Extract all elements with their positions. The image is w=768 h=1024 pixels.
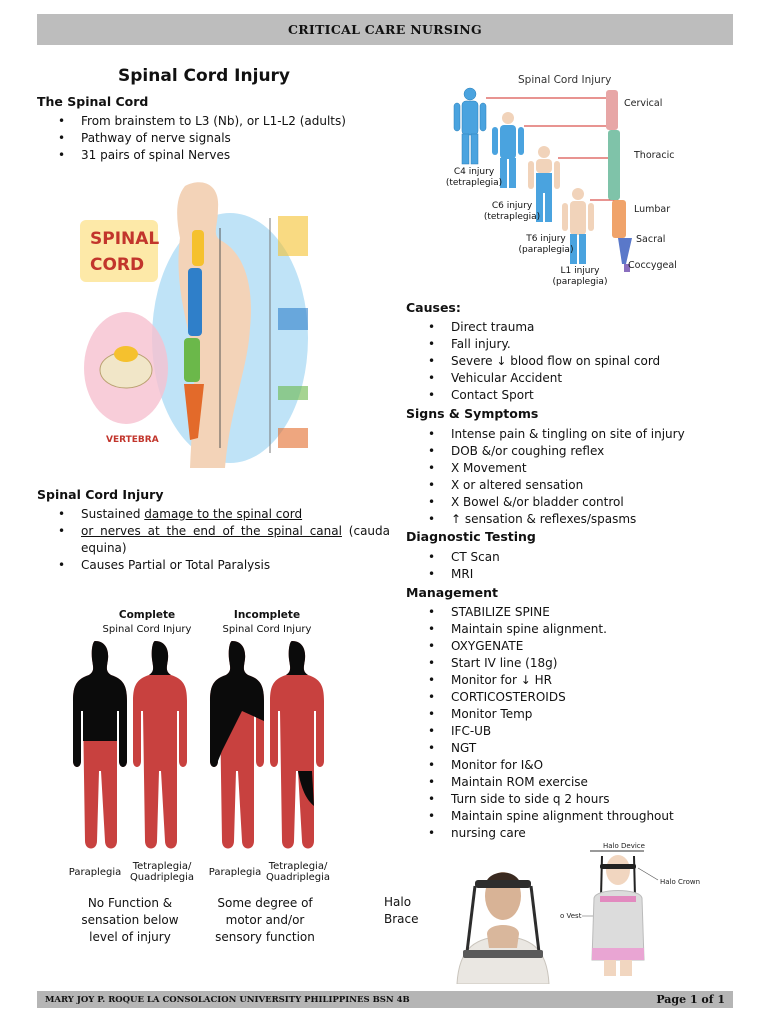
list-item: ↑ sensation & reflexes/spasms (425, 511, 725, 528)
caption-incomplete: Some degree of motor and/or sensory func… (215, 896, 315, 944)
sci-item2-underlined: or nerves at the end of the spinal canal (81, 524, 342, 538)
halo-device-diagram: Halo Device Halo Crown o Vest (560, 838, 710, 978)
footer-author: MARY JOY P. ROQUE LA CONSOLACION UNIVERS… (45, 994, 410, 1005)
list-item: Sustained damage to the spinal cord (55, 506, 390, 523)
list-item: Maintain ROM exercise (425, 774, 725, 791)
management-heading: Management (406, 585, 499, 600)
complete-sub: Spinal Cord Injury (102, 624, 192, 635)
fig-t6: T6 injury(paraplegia) (514, 234, 578, 256)
list-item: Vehicular Accident (425, 370, 725, 387)
list-item: 31 pairs of spinal Nerves (55, 147, 385, 164)
diagnostic-list: CT Scan MRI (425, 549, 725, 583)
list-item: Fall injury. (425, 336, 725, 353)
spinal-cord-list: From brainstem to L3 (Nb), or L1-L2 (adu… (55, 113, 385, 164)
signs-heading: Signs & Symptoms (406, 406, 539, 421)
halo-vest-label: o Vest (560, 912, 582, 920)
list-item: Monitor for I&O (425, 757, 725, 774)
region-coccygeal: Coccygeal (628, 260, 677, 271)
page-title: Spinal Cord Injury (118, 66, 291, 86)
list-item: Start IV line (18g) (425, 655, 725, 672)
spinal-title-1: SPINAL (90, 229, 159, 249)
list-item: Intense pain & tingling on site of injur… (425, 426, 725, 443)
levels-title: Spinal Cord Injury (518, 74, 611, 86)
diagnostic-heading: Diagnostic Testing (406, 529, 536, 544)
spinal-cord-illustration: SPINAL CORD VERTEBRA (80, 178, 310, 470)
fig-t6-type: (paraplegia) (518, 245, 574, 255)
sci-item2-rest: (cauda equina) (81, 524, 390, 555)
list-item: Causes Partial or Total Paralysis (55, 557, 390, 574)
header-title: CRITICAL CARE NURSING (287, 22, 483, 37)
page-number: Page 1 of 1 (656, 993, 725, 1006)
list-item: Maintain spine alignment. (425, 621, 725, 638)
region-thoracic: Thoracic (633, 150, 674, 161)
spinal-title-2: CORD (90, 255, 144, 275)
fig-l1-level: L1 injury (560, 266, 600, 276)
list-item: Direct trauma (425, 319, 725, 336)
sci-item1-prefix: Sustained (81, 507, 145, 521)
list-item: NGT (425, 740, 725, 757)
list-item: Pathway of nerve signals (55, 130, 385, 147)
halo-device-label: Halo Device (603, 842, 645, 850)
management-list: STABILIZE SPINE Maintain spine alignment… (425, 604, 725, 842)
halo-brace-photo (447, 856, 559, 985)
list-item: STABILIZE SPINE (425, 604, 725, 621)
list-item: or nerves at the end of the spinal canal… (55, 523, 390, 557)
fig-l1: L1 injury(paraplegia) (548, 266, 612, 288)
fig-c4-type: (tetraplegia) (445, 178, 503, 188)
vertebra-label: VERTEBRA (106, 435, 159, 445)
list-item: X Movement (425, 460, 725, 477)
region-cervical: Cervical (624, 98, 662, 109)
halo-crown-label: Halo Crown (660, 878, 700, 886)
list-item: MRI (425, 566, 725, 583)
label-paraplegia-2: Paraplegia (208, 867, 262, 878)
incomplete-sub: Spinal Cord Injury (222, 624, 312, 635)
caption-complete: No Function & sensation below level of i… (81, 896, 179, 944)
fig-l1-type: (paraplegia) (552, 277, 608, 287)
footer-bar: MARY JOY P. ROQUE LA CONSOLACION UNIVERS… (37, 991, 733, 1008)
incomplete-title: Incomplete (233, 609, 301, 621)
list-item: CT Scan (425, 549, 725, 566)
fig-t6-level: T6 injury (526, 234, 566, 244)
sci-item1-underlined: damage to the spinal cord (144, 507, 303, 521)
fig-c6: C6 injury(tetraplegia) (480, 201, 544, 223)
label-tetraplegia-1: Tetraplegia/ Quadriplegia (129, 861, 195, 883)
list-item: Monitor Temp (425, 706, 725, 723)
causes-heading: Causes: (406, 300, 461, 315)
list-item: CORTICOSTEROIDS (425, 689, 725, 706)
region-lumbar: Lumbar (634, 204, 670, 215)
fig-c4-level: C4 injury (453, 167, 495, 177)
sci-heading: Spinal Cord Injury (37, 487, 164, 502)
list-item: From brainstem to L3 (Nb), or L1-L2 (adu… (55, 113, 385, 130)
list-item: Turn side to side q 2 hours (425, 791, 725, 808)
list-item: nursing care (425, 825, 725, 842)
complete-incomplete-figure: Complete Spinal Cord Injury Incomplete S… (62, 605, 332, 895)
list-item: Maintain spine alignment throughout (425, 808, 725, 825)
list-item: X Bowel &/or bladder control (425, 494, 725, 511)
list-item: X or altered sensation (425, 477, 725, 494)
halo-brace-label: Halo Brace (384, 895, 419, 926)
spinal-cord-heading: The Spinal Cord (37, 94, 149, 109)
complete-title: Complete (118, 609, 176, 621)
fig-c6-level: C6 injury (491, 201, 533, 211)
list-item: Severe ↓ blood flow on spinal cord (425, 353, 725, 370)
sci-list: Sustained damage to the spinal cord or n… (55, 506, 390, 574)
list-item: OXYGENATE (425, 638, 725, 655)
causes-list: Direct trauma Fall injury. Severe ↓ bloo… (425, 319, 725, 404)
header-bar: CRITICAL CARE NURSING (37, 14, 733, 45)
list-item: IFC-UB (425, 723, 725, 740)
fig-c6-type: (tetraplegia) (483, 212, 541, 222)
region-sacral: Sacral (636, 234, 665, 245)
label-tetraplegia-2: Tetraplegia/ Quadriplegia (265, 861, 331, 883)
injury-levels-figure: Spinal Cord Injury (440, 68, 702, 287)
list-item: DOB &/or coughing reflex (425, 443, 725, 460)
signs-list: Intense pain & tingling on site of injur… (425, 426, 725, 528)
list-item: Contact Sport (425, 387, 725, 404)
list-item: Monitor for ↓ HR (425, 672, 725, 689)
fig-c4: C4 injury(tetraplegia) (444, 167, 504, 189)
label-paraplegia-1: Paraplegia (68, 867, 122, 878)
